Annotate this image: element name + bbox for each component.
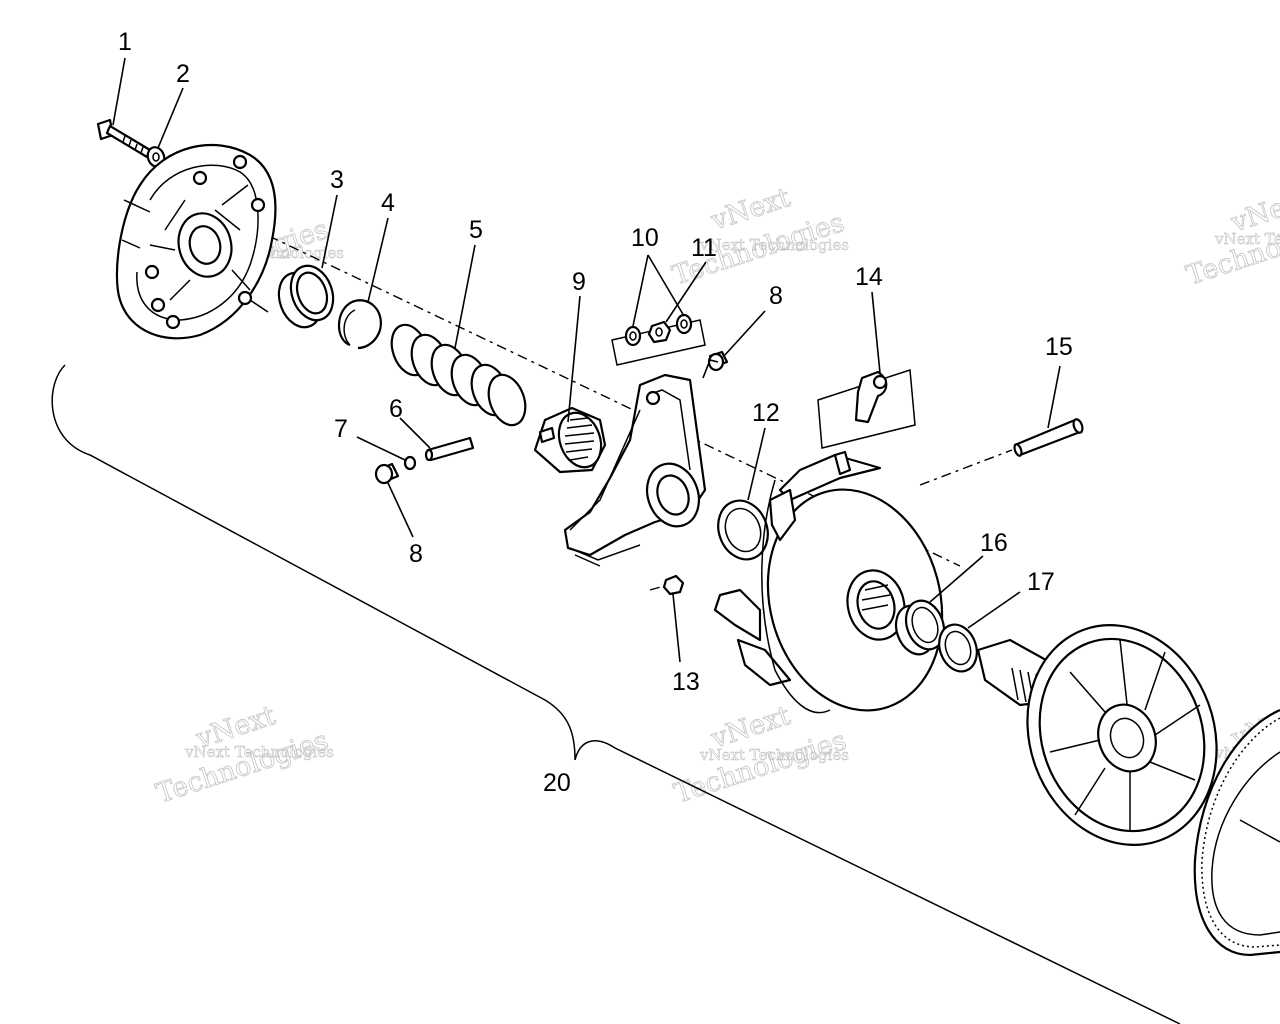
part-15-pin	[919, 418, 1084, 486]
callout-11: 11	[691, 234, 717, 262]
part-7-washer	[403, 455, 417, 471]
part-14-clip	[817, 368, 916, 449]
part-cover-plate	[115, 143, 277, 340]
svg-text:vNext Technologies: vNext Technologies	[1214, 230, 1280, 248]
part-moveable-sheave	[713, 450, 944, 714]
callout-6: 6	[389, 395, 403, 423]
part-13-nut	[649, 574, 685, 596]
part-8-roller-lower	[374, 462, 400, 485]
callout-5: 5	[469, 216, 483, 244]
part-3-bushing	[277, 264, 335, 329]
callout-labels: 1 2 3 4 5 6 7 8 8 9 10 11 12 13 14 15 16…	[118, 28, 1073, 797]
part-4-snap-ring	[337, 299, 382, 350]
part-ring-gear	[1193, 708, 1280, 957]
callout-14: 14	[855, 263, 883, 291]
part-fixed-sheave	[976, 624, 1218, 846]
callout-12: 12	[752, 399, 780, 427]
callout-10: 10	[631, 224, 659, 252]
part-9-spider	[533, 406, 607, 474]
assembly-axis-line	[247, 225, 961, 567]
leader-lines	[112, 57, 1061, 663]
part-12-washer	[717, 499, 769, 561]
watermark-top-right: vNext vNext Technologies Technologies	[1182, 184, 1280, 292]
callout-13: 13	[672, 668, 700, 696]
part-16-bushing	[894, 599, 946, 656]
callout-20: 20	[543, 769, 571, 797]
svg-text:vNext Technologies: vNext Technologies	[699, 236, 849, 254]
assembly-bracket-20	[51, 364, 1181, 1024]
watermark-bottom-center: vNext vNext Technologies Technologies	[670, 700, 850, 810]
callout-4: 4	[381, 189, 395, 217]
part-17-washer	[938, 623, 978, 673]
callout-1: 1	[118, 28, 132, 56]
part-flyweight-arm	[563, 373, 707, 567]
svg-text:vNext Technologies: vNext Technologies	[699, 746, 849, 764]
callout-15: 15	[1045, 333, 1073, 361]
part-1-bolt	[96, 118, 152, 159]
callout-9: 9	[572, 268, 586, 296]
part-5-spring	[390, 323, 527, 427]
callout-17: 17	[1027, 568, 1055, 596]
callout-8-lower: 8	[409, 540, 423, 568]
svg-text:vNext Technologies: vNext Technologies	[184, 743, 334, 761]
watermark-bottom-left: vNext vNext Technologies Technologies	[152, 700, 334, 810]
callout-3: 3	[330, 166, 344, 194]
callout-2: 2	[176, 60, 190, 88]
callout-16: 16	[980, 529, 1008, 557]
callout-7: 7	[334, 415, 348, 443]
callout-8-upper: 8	[769, 282, 783, 310]
part-10-11-hardware	[611, 313, 706, 366]
part-6-pin	[424, 436, 475, 462]
